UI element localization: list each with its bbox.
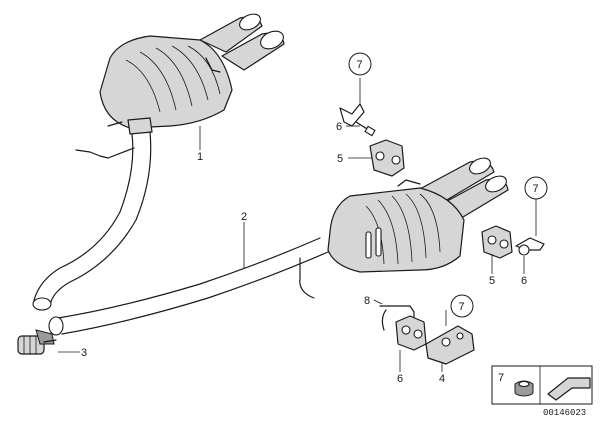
front-pipe-part-2 xyxy=(32,131,329,336)
clamp-part-3 xyxy=(17,329,57,355)
legend-ref-7: 7 xyxy=(498,372,504,384)
callout-leaders xyxy=(58,125,525,372)
bracket-part-6-top xyxy=(339,78,376,137)
rubber-mount-part-5-top xyxy=(369,139,405,177)
callout-4: 4 xyxy=(439,373,445,385)
bracket-part-6-right xyxy=(515,198,545,256)
ref-circle-7-top: 7 xyxy=(348,52,372,76)
callout-3: 3 xyxy=(81,347,87,359)
legend-box: 7 xyxy=(491,365,593,405)
callout-5-top: 5 xyxy=(337,153,343,165)
callout-6-lower: 6 xyxy=(397,373,403,385)
rear-silencer-part-1 xyxy=(99,13,285,135)
ref-circle-7-right: 7 xyxy=(524,176,548,200)
callout-2: 2 xyxy=(241,211,247,223)
svg-text:7: 7 xyxy=(533,183,539,195)
svg-text:7: 7 xyxy=(357,59,363,71)
callout-6-right: 6 xyxy=(521,275,527,287)
callout-1: 1 xyxy=(197,151,203,163)
arrow-icon xyxy=(547,377,591,401)
rubber-mount-part-8-lower xyxy=(395,315,427,351)
callout-6-top: 6 xyxy=(336,121,342,133)
hanger-rod-part-8 xyxy=(379,305,415,331)
ref-circle-7-lower: 7 xyxy=(450,294,474,318)
center-silencer xyxy=(327,157,509,273)
rubber-mount-part-5-right xyxy=(481,225,513,259)
drawing-code: 00146023 xyxy=(543,408,586,418)
callout-8-lower: 8 xyxy=(364,295,370,307)
callout-5-right: 5 xyxy=(489,275,495,287)
bracket-part-4 xyxy=(425,310,475,365)
nut-icon xyxy=(514,380,534,397)
svg-text:7: 7 xyxy=(459,301,465,313)
